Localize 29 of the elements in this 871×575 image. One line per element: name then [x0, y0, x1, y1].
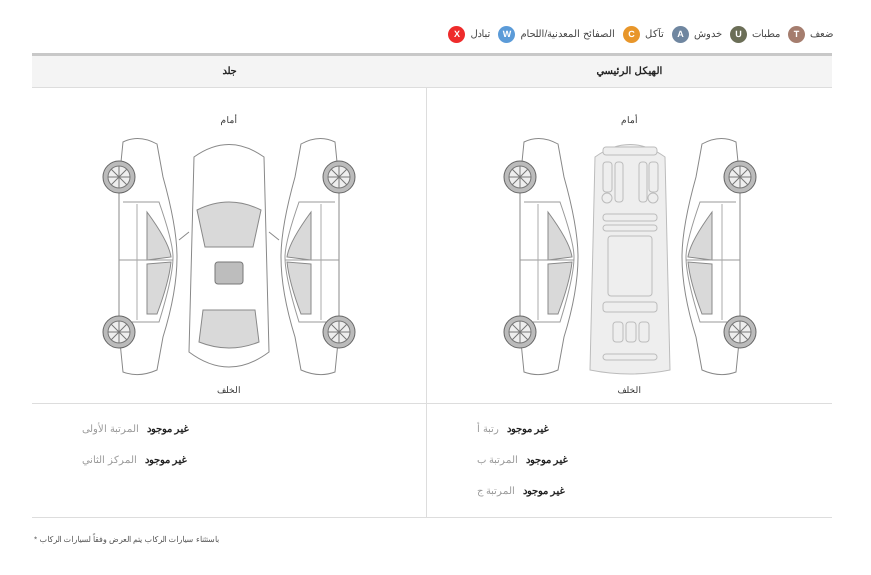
footnote: باستثناء سيارات الركاب يتم العرض وفقاً لسيارات الركاب *: [34, 535, 219, 544]
front-label: أمام: [621, 114, 638, 128]
legend-letter: W: [502, 28, 512, 41]
grade-label: المركز الثاني: [82, 454, 137, 468]
status-value: غير موجود: [146, 423, 189, 437]
legend-text: ضعف: [810, 28, 833, 42]
legend-letter: A: [677, 28, 684, 41]
legend-text: مطبات: [752, 28, 780, 42]
column-header: الهيكل الرئيسي: [596, 65, 662, 79]
legend-text: تآكل: [645, 27, 664, 42]
legend-text: خدوش: [694, 28, 722, 42]
legend-text: تبادل: [470, 28, 490, 42]
status-value: غير موجود: [144, 454, 187, 468]
column-header: جلد: [222, 65, 236, 79]
legend-letter: U: [735, 28, 742, 41]
status-value: غير موجود: [526, 454, 568, 468]
legend-letter: T: [794, 28, 800, 41]
grade-label: المرتبة ب: [477, 454, 518, 468]
status-value: غير موجود: [522, 485, 565, 499]
status-value: غير موجود: [506, 423, 549, 437]
grade-label: رتبة أ: [477, 422, 499, 437]
legend-letter: C: [628, 28, 635, 41]
front-label: أمام: [220, 114, 238, 128]
legend-text: الصفائح المعدنية/اللحام: [520, 28, 615, 42]
grade-label: المرتبة ج: [477, 485, 515, 499]
rear-label: الخلف: [618, 384, 642, 396]
legend-letter: X: [454, 28, 460, 41]
grade-label: المرتبة الأولى: [82, 422, 139, 437]
rear-label: الخلف: [217, 384, 241, 396]
